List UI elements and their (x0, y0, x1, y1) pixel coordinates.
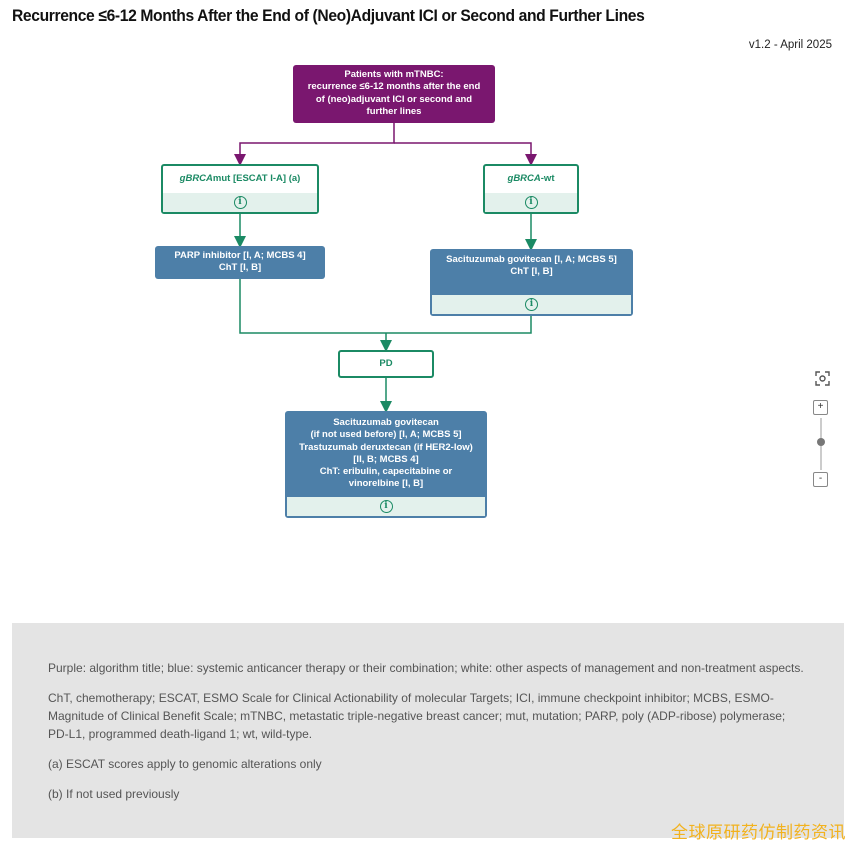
treatment-parp-box: PARP inhibitor [I, A; MCBS 4] ChT [I, B] (155, 246, 325, 279)
footer-notes: Purple: algorithm title; blue: systemic … (12, 623, 844, 838)
connector-treatments-to-pd (239, 279, 532, 352)
info-circle-icon: i (379, 500, 393, 513)
branch-gbrca-wt-label: gBRCA-wt (507, 173, 555, 184)
pd-box: PD (338, 350, 434, 378)
info-circle-icon: i (525, 298, 538, 311)
branch-gbrca-mut-label: gBRCAmut [ESCAT I-A] (a) (179, 173, 301, 184)
connector-branches-to-treatments (234, 214, 537, 251)
info-button-gbrca-wt[interactable]: i (485, 193, 577, 212)
footer-color-legend: Purple: algorithm title; blue: systemic … (48, 661, 804, 675)
pd-label: PD (379, 358, 393, 369)
connector-root-to-branches (234, 122, 537, 166)
footer-note-b: (b) If not used previously (48, 787, 180, 801)
branch-gbrca-mut-box: gBRCAmut [ESCAT I-A] (a) i (161, 164, 319, 214)
info-button-sacituzumab[interactable]: i (432, 295, 631, 314)
info-button-gbrca-mut[interactable]: i (163, 193, 317, 212)
treatment-final-text: Sacituzumab govitecan (if not used befor… (299, 417, 473, 490)
info-circle-icon: i (233, 196, 247, 209)
treatment-sacituzumab-box: Sacituzumab govitecan [I, A; MCBS 5] ChT… (430, 249, 633, 316)
version-label: v1.2 - April 2025 (748, 39, 832, 51)
watermark-text: 全球原研药仿制药资讯 (671, 823, 846, 843)
treatment-parp-text: PARP inhibitor [I, A; MCBS 4] ChT [I, B] (174, 250, 306, 274)
flowchart-connectors (234, 122, 537, 413)
root-patients-text: Patients with mTNBC: recurrence ≤6-12 mo… (307, 69, 481, 117)
footer-abbreviations: ChT, chemotherapy; ESCAT, ESMO Scale for… (48, 691, 786, 741)
zoom-out-button[interactable]: - (813, 472, 828, 487)
treatment-final-box: Sacituzumab govitecan (if not used befor… (285, 411, 487, 518)
fit-screen-icon[interactable] (815, 371, 830, 386)
root-patients-box: Patients with mTNBC: recurrence ≤6-12 mo… (293, 65, 495, 123)
zoom-in-button[interactable]: + (813, 400, 828, 415)
info-circle-icon: i (524, 196, 538, 209)
page-title: Recurrence ≤6-12 Months After the End of… (12, 6, 645, 25)
branch-gbrca-wt-box: gBRCA-wt i (483, 164, 579, 214)
info-button-final[interactable]: i (287, 497, 485, 516)
zoom-slider-thumb[interactable] (817, 438, 825, 446)
footer-note-a: (a) ESCAT scores apply to genomic altera… (48, 757, 322, 771)
treatment-sacituzumab-text: Sacituzumab govitecan [I, A; MCBS 5] ChT… (446, 254, 617, 278)
